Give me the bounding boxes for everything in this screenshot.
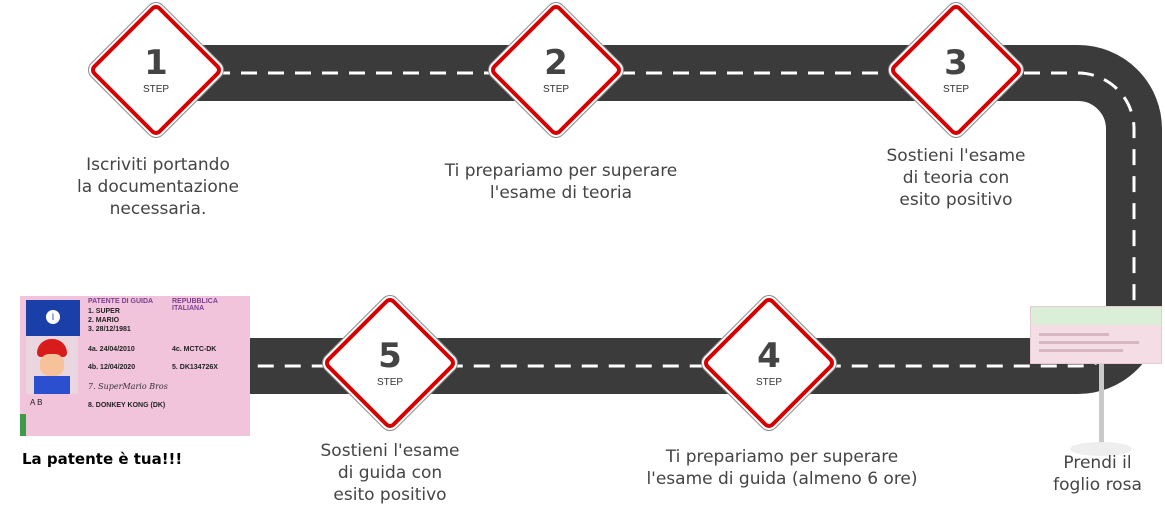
license-field: 1. SUPER <box>88 308 120 315</box>
step-2-desc-line: Ti prepariamo per superare <box>444 161 678 181</box>
step-1-marker: 1 STEP <box>86 0 226 140</box>
foglio-rosa-caption-line: Prendi il <box>1063 453 1132 473</box>
foglio-rosa-caption: Prendi il foglio rosa <box>1030 452 1165 496</box>
license-field: 8. DONKEY KONG (DK) <box>88 402 166 409</box>
license-header-right: REPUBBLICA ITALIANA <box>172 298 218 312</box>
step-1-desc-line: necessaria. <box>109 199 207 219</box>
mario-face-icon <box>40 354 64 376</box>
license-field: 2. MARIO <box>88 317 120 324</box>
step-4-number: 4 <box>757 336 781 376</box>
step-5-desc-line: di guida con <box>337 463 443 483</box>
mario-body-icon <box>34 376 70 394</box>
license-signature: 7. SuperMario Bros <box>88 382 168 391</box>
license-field: 4c. MCTC-DK <box>172 346 217 353</box>
step-2-label: STEP <box>542 84 570 95</box>
step-1-label: STEP <box>142 84 170 95</box>
step-1-description: Iscriviti portando la documentazione nec… <box>58 154 258 220</box>
license-edge-stripe <box>20 414 26 436</box>
final-caption: La patente è tua!!! <box>22 450 183 468</box>
step-1-desc-line: Iscriviti portando <box>86 155 230 175</box>
sign-post-base <box>1070 442 1132 456</box>
step-3-desc-line: esito positivo <box>899 190 1013 210</box>
license-categories: A B <box>30 398 43 407</box>
step-2-marker: 2 STEP <box>486 0 626 140</box>
foglio-rosa-caption-line: foglio rosa <box>1053 475 1142 495</box>
step-5-label: STEP <box>376 377 404 388</box>
step-3-desc-line: di teoria con <box>902 168 1010 188</box>
sign-post <box>1099 363 1104 449</box>
license-field: 3. 28/12/1981 <box>88 326 131 333</box>
foglio-rosa-image <box>1030 306 1162 364</box>
step-5-marker: 5 STEP <box>320 293 460 433</box>
step-2-desc-line: l'esame di teoria <box>489 183 633 203</box>
driving-license-image: I PATENTE DI GUIDA REPUBBLICA ITALIANA 1… <box>20 296 250 436</box>
step-5-desc-line: esito positivo <box>333 485 447 505</box>
license-header-left: PATENTE DI GUIDA <box>88 298 154 305</box>
step-3-label: STEP <box>942 84 970 95</box>
step-2-number: 2 <box>544 43 568 83</box>
step-4-marker: 4 STEP <box>699 293 839 433</box>
step-3-number: 3 <box>944 43 968 83</box>
step-2-description: Ti prepariamo per superare l'esame di te… <box>411 160 711 204</box>
foglio-rosa-line <box>1039 349 1123 352</box>
step-5-description: Sostieni l'esame di guida con esito posi… <box>290 440 490 506</box>
foglio-rosa-line <box>1039 333 1109 336</box>
step-1-desc-line: la documentazione <box>76 177 239 197</box>
step-3-description: Sostieni l'esame di teoria con esito pos… <box>856 145 1056 211</box>
step-4-description: Ti prepariamo per superare l'esame di gu… <box>612 446 952 490</box>
step-1-number: 1 <box>144 43 168 83</box>
foglio-rosa-header-stripe <box>1031 307 1161 325</box>
step-4-desc-line: Ti prepariamo per superare <box>665 447 899 467</box>
license-photo <box>26 336 78 394</box>
license-field: 4a. 24/04/2010 <box>88 346 135 353</box>
eu-flag-icon: I <box>26 300 80 336</box>
mario-cap-icon <box>37 339 67 357</box>
step-3-marker: 3 STEP <box>886 0 1026 140</box>
step-3-desc-line: Sostieni l'esame <box>886 146 1026 166</box>
foglio-rosa-line <box>1039 341 1139 344</box>
step-5-number: 5 <box>378 336 402 376</box>
step-4-desc-line: l'esame di guida (almeno 6 ore) <box>646 469 918 489</box>
license-field: 5. DK134726X <box>172 364 218 371</box>
step-5-desc-line: Sostieni l'esame <box>320 441 460 461</box>
step-4-label: STEP <box>755 377 783 388</box>
license-field: 4b. 12/04/2020 <box>88 364 136 371</box>
country-code: I <box>46 310 60 324</box>
